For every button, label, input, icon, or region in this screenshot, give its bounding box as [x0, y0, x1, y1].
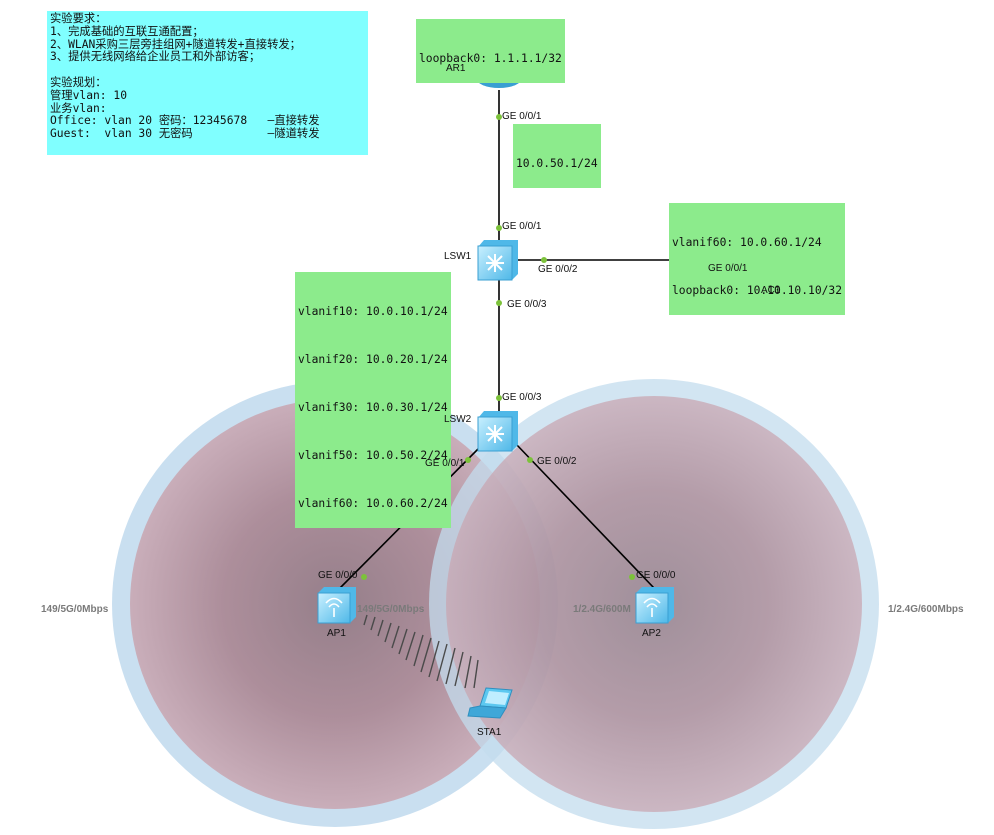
device-label-sta1: STA1 — [477, 727, 502, 738]
device-label-ap2: AP2 — [642, 628, 661, 639]
port-label-lsw2-ge003: GE 0/0/3 — [502, 392, 542, 403]
device-label-ap1: AP1 — [327, 628, 346, 639]
device-label-lsw1: LSW1 — [444, 251, 472, 262]
device-label-ar1: AR1 — [446, 63, 466, 74]
port-label-lsw2-ge002: GE 0/0/2 — [537, 456, 577, 467]
wifi-icon — [643, 597, 661, 617]
ar1-loopback-box: loopback0: 1.1.1.1/32 — [416, 19, 565, 83]
radio-info-ap1-outer: 149/5G/0Mbps — [41, 604, 109, 615]
port-label-ac1-ge001: GE 0/0/1 — [708, 263, 748, 274]
switch-arrows-icon — [486, 254, 504, 272]
station-sta1[interactable] — [467, 687, 513, 719]
port-label-lsw1-ge003: GE 0/0/3 — [507, 299, 547, 310]
port-label-lsw1-ge001: GE 0/0/1 — [502, 221, 542, 232]
access-point-ap2[interactable] — [635, 587, 674, 624]
port-label-ap1-ge000: GE 0/0/0 — [318, 570, 358, 581]
radio-info-ap2-inner: 1/2.4G/600M — [573, 604, 631, 615]
ar1-link-address-box: 10.0.50.1/24 — [513, 124, 601, 188]
port-label-ar1-ge001: GE 0/0/1 — [502, 111, 542, 122]
ac1-address-box: vlanif60: 10.0.60.1/24 loopback0: 10.10.… — [669, 203, 846, 315]
port-label-ap2-ge000: GE 0/0/0 — [636, 570, 676, 581]
device-label-lsw2: LSW2 — [444, 414, 472, 425]
port-label-lsw2-ge001: GE 0/0/1 — [425, 458, 465, 469]
radio-info-ap1-inner: 149/5G/0Mbps — [357, 604, 425, 615]
device-label-ac1: AC1 — [761, 285, 781, 296]
lsw1-vlanif-box: vlanif10: 10.0.10.1/24 vlanif20: 10.0.20… — [295, 272, 451, 528]
switch-lsw2[interactable] — [477, 411, 518, 452]
lab-requirements-note: 实验要求： 1、完成基础的互联互通配置； 2、WLAN采购三层旁挂组网+隧道转发… — [47, 11, 368, 155]
switch-lsw1[interactable] — [477, 240, 518, 281]
wireless-link-ap1-sta1 — [363, 614, 479, 689]
radio-info-ap2-outer: 1/2.4G/600Mbps — [888, 604, 964, 615]
link-lsw2-ap2 — [515, 443, 655, 589]
access-point-ap1[interactable] — [317, 587, 356, 624]
wifi-icon — [325, 597, 343, 617]
switch-arrows-icon — [486, 425, 504, 443]
port-label-lsw1-ge002: GE 0/0/2 — [538, 264, 578, 275]
